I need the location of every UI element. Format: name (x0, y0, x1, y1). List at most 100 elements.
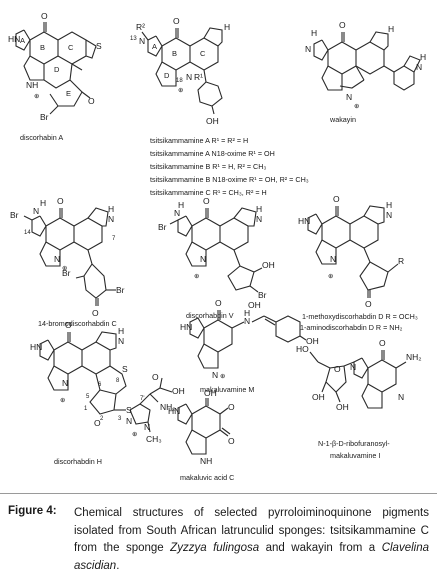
figure-label: Figure 4: (8, 505, 57, 517)
position-7-prime: 7' (140, 396, 144, 402)
atom-n: N (108, 214, 114, 224)
atom-n: N (416, 62, 422, 72)
atom-n: N (144, 422, 150, 432)
atom-br: Br (40, 112, 49, 122)
atom-o: O (333, 194, 340, 204)
atom-r1: R¹ (194, 72, 203, 82)
caption-text-part-3: . (116, 559, 120, 572)
atom-o: O (152, 372, 159, 382)
compound-name-1-methoxydiscorhabdin-d: 1-methoxydiscorhabdin D R = OCH₃ (302, 312, 418, 321)
caption-text-part-2: and wakayin from a (259, 542, 382, 554)
positive-charge: ⊕ (194, 273, 200, 280)
compound-name-discorhabdin-h: discorhabdin H (54, 457, 102, 466)
atom-ho: HO (296, 344, 309, 354)
atom-br: Br (116, 285, 125, 295)
positive-charge: ⊕ (34, 93, 40, 100)
atom-hn: HN (8, 34, 20, 44)
atom-n: N (346, 92, 352, 102)
atom-oh: OH (336, 402, 349, 412)
atom-o: O (94, 418, 101, 428)
atom-o: O (228, 436, 235, 446)
atom-n: N (62, 378, 68, 388)
atom-nh2: NH₂ (160, 402, 176, 412)
chemical-structures-figure: O HN S NH Br O A B C D E ⊕ discorhabin A… (8, 11, 426, 482)
structure-discorhabdin-h: O HN H N S S O N ⊕ O OH NH₂ N N CH₃ ⊕ 8 … (30, 320, 185, 466)
atom-o: O (65, 320, 72, 330)
atom-h: H (108, 204, 114, 214)
atom-o: O (215, 298, 222, 308)
compound-name-makaluvic-acid-c: makaluvic acid C (180, 473, 234, 482)
positive-charge: ⊕ (132, 431, 138, 438)
compound-name-wakayin: wakayin (329, 115, 356, 124)
atom-br: Br (10, 210, 19, 220)
position-14: 14 (24, 230, 31, 236)
position-2: 2 (100, 416, 104, 422)
positive-charge: ⊕ (60, 397, 66, 404)
atom-n: N (256, 214, 262, 224)
structure-discorhabdin-d: O HN H N R O N ⊕ 1-methoxydiscorhabdin D… (298, 194, 418, 332)
atom-o: O (228, 402, 235, 412)
compound-name-tsitsikammamine-a-oxime: tsitsikammamine A N18-oxime R¹ = OH (150, 149, 275, 158)
caption-text-part-1: Chemical structures of selected pyrroloi… (74, 507, 429, 554)
compound-name-14-bromodiscorhabdin-c: 14-bromodiscorhabdin C (38, 319, 117, 328)
compound-name-1-aminodiscorhabdin-d: 1-aminodiscorhabdin D R = NH₂ (300, 323, 403, 332)
structure-wakayin: O H N H H N N ⊕ wakayin (305, 20, 426, 124)
atom-n: N (200, 254, 206, 264)
positive-charge: ⊕ (354, 103, 360, 110)
ring-b-label: B (172, 49, 177, 58)
atom-br: Br (258, 290, 267, 300)
atom-s: S (126, 405, 132, 415)
atom-o: O (92, 308, 99, 318)
compound-name-ribofuranosyl-line-2: makaluvamine I (330, 451, 380, 460)
atom-hn: HN (168, 406, 180, 416)
structure-makaluvic-acid-c: OH HN O O NH makaluvic acid C (168, 388, 235, 482)
atom-n: N (212, 370, 218, 380)
atom-n: N (118, 336, 124, 346)
compound-name-discorhabin-a: discorhabin A (20, 133, 63, 142)
atom-oh: OH (204, 388, 217, 398)
atom-o: O (334, 364, 341, 374)
ring-a-label: A (152, 42, 157, 51)
atom-oh: OH (262, 260, 275, 270)
ring-e-label: E (66, 89, 71, 98)
ring-d-label: D (54, 65, 60, 74)
ring-d-label: D (164, 71, 170, 80)
atom-o: O (88, 96, 95, 106)
atom-o: O (203, 196, 210, 206)
atom-nh: NH (26, 80, 38, 90)
atom-o: O (57, 196, 64, 206)
atom-n: N (126, 416, 132, 426)
atom-o: O (41, 11, 48, 21)
atom-br: Br (62, 268, 71, 278)
atom-oh: OH (248, 300, 261, 310)
atom-hn: HN (30, 342, 42, 352)
atom-h: H (224, 22, 230, 32)
position-3: 3 (118, 416, 122, 422)
structure-tsitsikammamine: O R² N H N R¹ OH ⊕ 13 18 A B C D tsitsik… (130, 16, 309, 197)
compound-name-tsitsikammamine-b: tsitsikammamine B R¹ = H, R² = CH₃ (150, 162, 266, 171)
atom-o: O (379, 338, 386, 348)
position-8: 8 (116, 378, 120, 384)
atom-n: N (386, 210, 392, 220)
atom-n: N (244, 316, 250, 326)
structure-discorhabin-a: O HN S NH Br O A B C D E ⊕ discorhabin A (8, 11, 102, 142)
atom-nh: NH (200, 456, 212, 466)
atom-h: H (118, 326, 124, 336)
structure-ribofuranosyl-makaluvamine-i: O NH₂ O HO OH OH N N N-1-β-D-ribofuranos… (296, 338, 422, 460)
position-18: 18 (176, 78, 183, 84)
caption-species-2: Clavelina ascidian (74, 542, 429, 572)
atom-oh: OH (172, 386, 185, 396)
atom-n: N (398, 392, 404, 402)
atom-n: N (330, 254, 336, 264)
atom-o: O (173, 16, 180, 26)
position-7: 7 (112, 236, 116, 242)
positive-charge: ⊕ (178, 87, 184, 94)
atom-r: R (398, 256, 404, 266)
atom-methyl: CH₃ (146, 434, 162, 444)
positive-charge: ⊕ (328, 273, 334, 280)
compound-name-tsitsikammamine-b-oxime: tsitsikammamine B N18-oxime R¹ = OH, R² … (150, 175, 309, 184)
atom-h: H (386, 200, 392, 210)
atom-h: H (388, 24, 394, 34)
compound-name-discorhabdin-v: discorhabdin V (186, 311, 234, 320)
atom-n: N (54, 254, 60, 264)
